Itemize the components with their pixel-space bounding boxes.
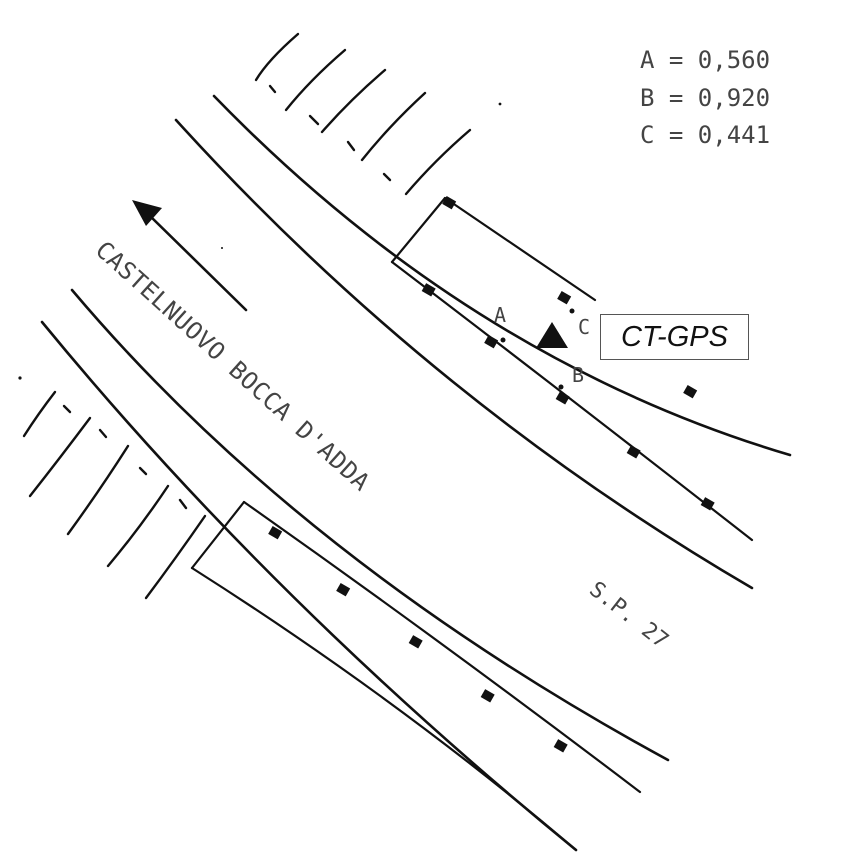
point-b-label: B <box>572 363 584 387</box>
boundary-post <box>480 689 495 703</box>
arrow-head-icon <box>132 200 162 226</box>
scan-specks <box>18 102 502 380</box>
point-c-marker <box>569 308 575 314</box>
boundary-post <box>336 583 351 597</box>
point-b-marker <box>558 384 564 390</box>
boundary-post <box>408 635 423 649</box>
boundary-post <box>484 335 499 349</box>
legend-line-a: A = 0,560 <box>640 46 770 74</box>
station-label-box: CT-GPS <box>600 314 749 360</box>
direction-arrow <box>132 200 248 312</box>
boundary-post <box>626 445 641 459</box>
boundary-post <box>555 391 570 405</box>
legend: A = 0,560 B = 0,920 C = 0,441 <box>640 46 770 149</box>
boundary-posts <box>268 196 715 753</box>
point-c-label: C <box>578 315 590 339</box>
boundary-post <box>683 385 698 399</box>
boundary-post <box>700 497 715 511</box>
boundary-post <box>553 739 568 753</box>
station-label: CT-GPS <box>621 320 728 353</box>
boundary-post <box>268 526 283 540</box>
boundary-post <box>421 283 436 297</box>
embankment-hatching-top <box>254 32 472 196</box>
boundary-post <box>557 291 572 305</box>
measurement-points: A B C <box>494 303 590 390</box>
boundary-post <box>442 196 457 210</box>
legend-line-c: C = 0,441 <box>640 121 770 149</box>
triangle-icon <box>536 322 568 348</box>
road-code-label: S.P. 27 <box>584 577 672 654</box>
point-a-label: A <box>494 303 506 327</box>
road-outlines <box>40 94 792 852</box>
point-a-marker <box>500 337 506 343</box>
parcel-lower <box>190 500 642 852</box>
legend-line-b: B = 0,920 <box>640 84 770 112</box>
embankment-hatching-bottom <box>22 390 207 600</box>
